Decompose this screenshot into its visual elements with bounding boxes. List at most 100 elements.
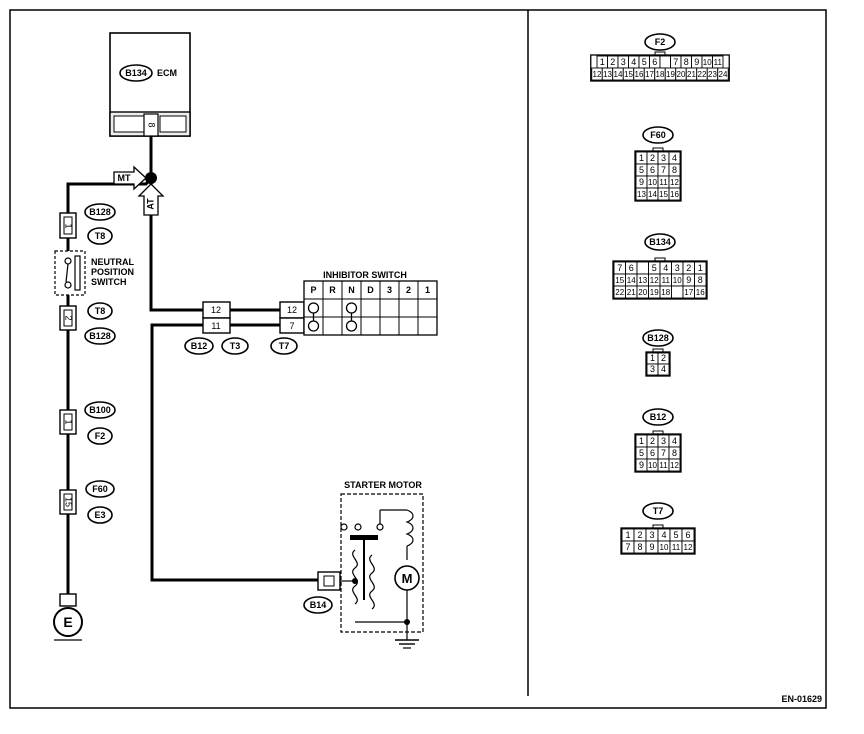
ecm-pin: 8: [147, 122, 157, 127]
svg-text:3: 3: [649, 530, 654, 540]
svg-text:12: 12: [684, 543, 693, 552]
svg-text:2: 2: [650, 436, 655, 446]
svg-text:B128: B128: [89, 207, 111, 217]
svg-text:9: 9: [649, 542, 654, 552]
svg-text:10: 10: [703, 58, 712, 67]
svg-text:12: 12: [287, 305, 297, 315]
svg-text:4: 4: [672, 153, 677, 163]
svg-text:17: 17: [645, 70, 654, 79]
at-arrow: AT: [137, 183, 165, 216]
svg-text:8: 8: [672, 165, 677, 175]
svg-text:2: 2: [686, 263, 691, 273]
svg-text:5: 5: [652, 263, 657, 273]
svg-text:5: 5: [642, 57, 647, 67]
svg-text:2: 2: [661, 353, 666, 363]
svg-text:5: 5: [673, 530, 678, 540]
svg-text:14: 14: [614, 70, 623, 79]
svg-text:F2: F2: [95, 431, 106, 441]
connector-b128-bottom: 2 T8 B128: [59, 302, 116, 345]
svg-text:3: 3: [661, 436, 666, 446]
svg-text:7: 7: [673, 57, 678, 67]
svg-text:1: 1: [639, 436, 644, 446]
svg-text:4: 4: [631, 57, 636, 67]
inhibitor-position-2: 2: [406, 285, 411, 295]
svg-text:6: 6: [629, 263, 634, 273]
svg-text:15: 15: [615, 276, 624, 285]
svg-text:AT: AT: [145, 198, 155, 210]
svg-text:15: 15: [64, 497, 74, 507]
connector-b128-top: 1 B128 T8: [59, 203, 116, 245]
svg-text:E3: E3: [94, 510, 105, 520]
inhibitor-position-3: 3: [387, 285, 392, 295]
inhibitor-position-R: R: [329, 285, 336, 295]
svg-text:20: 20: [638, 288, 647, 297]
connector-f60: 15 F60 E3: [59, 480, 115, 524]
svg-text:1: 1: [625, 530, 630, 540]
svg-text:10: 10: [648, 178, 657, 187]
svg-text:B128: B128: [89, 331, 111, 341]
svg-text:12: 12: [211, 305, 221, 315]
svg-text:B134: B134: [649, 237, 671, 247]
svg-text:12: 12: [593, 70, 602, 79]
svg-text:14: 14: [627, 276, 636, 285]
svg-text:21: 21: [627, 288, 636, 297]
svg-text:5: 5: [639, 448, 644, 458]
svg-text:20: 20: [677, 70, 686, 79]
svg-text:1: 1: [64, 419, 74, 424]
svg-text:13: 13: [637, 190, 646, 199]
svg-text:11: 11: [714, 58, 723, 67]
joint-connector-b12: 12 11 B12 T3: [184, 301, 249, 355]
svg-text:1: 1: [600, 57, 605, 67]
svg-text:4: 4: [661, 530, 666, 540]
svg-text:8: 8: [672, 448, 677, 458]
svg-text:16: 16: [635, 70, 644, 79]
svg-text:9: 9: [694, 57, 699, 67]
svg-text:STARTER MOTOR: STARTER MOTOR: [344, 480, 422, 490]
svg-text:NEUTRAL: NEUTRAL: [91, 257, 134, 267]
svg-text:B128: B128: [647, 333, 669, 343]
mt-arrow: MT: [113, 165, 147, 191]
svg-text:11: 11: [211, 321, 220, 331]
svg-text:13: 13: [603, 70, 612, 79]
svg-text:6: 6: [685, 530, 690, 540]
neutral-pin-bottom: 2: [64, 315, 74, 320]
connector-b100: 1 B100 F2: [59, 401, 116, 445]
connector-b14: [317, 571, 341, 591]
svg-text:2: 2: [610, 57, 615, 67]
svg-text:13: 13: [638, 276, 647, 285]
svg-text:5: 5: [639, 165, 644, 175]
svg-text:16: 16: [696, 288, 705, 297]
inhibitor-position-P: P: [310, 285, 316, 295]
svg-text:18: 18: [656, 70, 665, 79]
svg-text:M: M: [402, 571, 413, 586]
svg-text:1: 1: [650, 353, 655, 363]
svg-text:15: 15: [624, 70, 633, 79]
svg-text:3: 3: [621, 57, 626, 67]
svg-text:6: 6: [650, 165, 655, 175]
svg-text:T7: T7: [279, 341, 290, 351]
svg-text:F60: F60: [92, 484, 108, 494]
svg-text:9: 9: [686, 275, 691, 285]
svg-text:7: 7: [661, 165, 666, 175]
svg-text:12: 12: [670, 461, 679, 470]
svg-text:T8: T8: [95, 231, 106, 241]
svg-text:12: 12: [670, 178, 679, 187]
svg-text:24: 24: [719, 70, 728, 79]
svg-text:SWITCH: SWITCH: [91, 277, 127, 287]
svg-text:10: 10: [648, 461, 657, 470]
svg-text:19: 19: [666, 70, 675, 79]
svg-text:B14: B14: [310, 600, 327, 610]
svg-text:19: 19: [650, 288, 659, 297]
svg-text:7: 7: [617, 263, 622, 273]
diagram-frame: [9, 9, 827, 709]
svg-text:7: 7: [661, 448, 666, 458]
svg-text:8: 8: [684, 57, 689, 67]
neutral-position-switch: NEUTRAL POSITION SWITCH: [54, 250, 134, 296]
svg-text:2: 2: [650, 153, 655, 163]
